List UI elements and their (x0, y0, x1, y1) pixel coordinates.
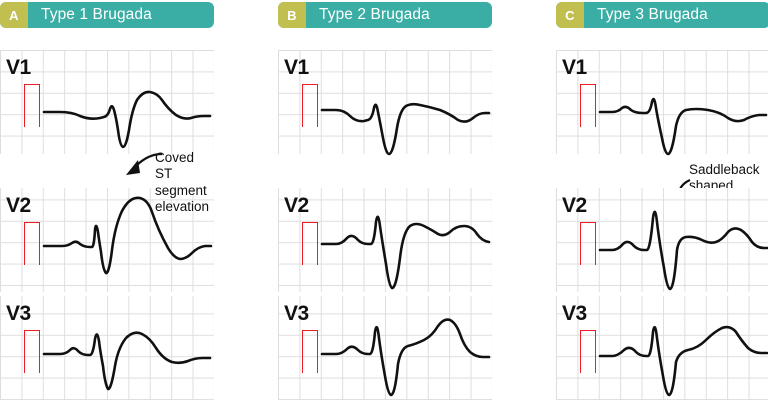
panel-type-2-brugada: B Type 2 Brugada V1 V2 V3 (278, 0, 760, 407)
panel-badge-b: B (278, 2, 306, 28)
ecg-trace-b-v1 (320, 102, 491, 156)
ecg-grid (556, 188, 768, 292)
ecg-trace-a-v2 (42, 196, 213, 275)
calibration-pulse-icon (24, 330, 40, 373)
ecg-trace-c-v1 (598, 97, 768, 156)
calibration-pulse-icon (580, 330, 596, 373)
ecg-trace-a-v1 (42, 90, 212, 149)
lead-label-v1: V1 (6, 56, 31, 79)
ecg-strip-c-v3: V3 (556, 296, 768, 400)
calibration-pulse-icon (302, 330, 318, 373)
panel-type-3-brugada: C Type 3 Brugada V1 V2 V3 (545, 0, 768, 407)
lead-label-v3: V3 (284, 302, 309, 325)
panel-header-a: A Type 1 Brugada (0, 2, 214, 28)
lead-label-v3: V3 (6, 302, 31, 325)
ecg-grid (278, 50, 492, 154)
calibration-pulse-icon (24, 84, 40, 127)
ecg-grid (278, 188, 492, 292)
lead-label-v1: V1 (284, 56, 309, 79)
panel-header-c: C Type 3 Brugada (556, 2, 768, 28)
lead-label-v3: V3 (562, 302, 587, 325)
ecg-grid (556, 296, 768, 400)
calibration-pulse-icon (580, 222, 596, 265)
ecg-strip-a-v3: V3 (0, 296, 214, 400)
annotation-arrow-a-icon (126, 152, 163, 175)
panel-badge-a: A (0, 2, 28, 28)
ecg-strip-b-v2: V2 (278, 188, 492, 292)
ecg-trace-c-v2 (598, 210, 768, 291)
ecg-grid (0, 188, 214, 292)
panel-header-b: B Type 2 Brugada (278, 2, 492, 28)
ecg-strip-b-v3: V3 (278, 296, 492, 400)
lead-label-v1: V1 (562, 56, 587, 79)
panel-title-c: Type 3 Brugada (597, 6, 708, 23)
ecg-grid (0, 50, 214, 154)
annotation-coved-st: Coved ST segment elevation (155, 150, 210, 215)
ecg-trace-b-v3 (320, 318, 491, 397)
ecg-trace-b-v2 (320, 215, 491, 290)
calibration-pulse-icon (302, 222, 318, 265)
ecg-strip-c-v2: V2 (556, 188, 768, 292)
calibration-pulse-icon (302, 84, 318, 127)
ecg-strip-a-v2: V2 (0, 188, 214, 292)
ecg-strip-a-v1: V1 (0, 50, 214, 154)
calibration-pulse-icon (580, 84, 596, 127)
panel-title-b: Type 2 Brugada (319, 6, 430, 23)
ecg-trace-c-v3 (598, 325, 768, 397)
lead-label-v2: V2 (562, 194, 587, 217)
ecg-strip-b-v1: V1 (278, 50, 492, 156)
panel-type-1-brugada: A Type 1 Brugada V1 V2 V3 (0, 0, 214, 407)
lead-label-v2: V2 (284, 194, 309, 217)
panel-badge-c: C (556, 2, 584, 28)
panel-title-a: Type 1 Brugada (41, 6, 152, 23)
calibration-pulse-icon (24, 222, 40, 265)
ecg-strip-c-v1: V1 (556, 50, 768, 156)
ecg-trace-a-v3 (42, 331, 212, 391)
lead-label-v2: V2 (6, 194, 31, 217)
